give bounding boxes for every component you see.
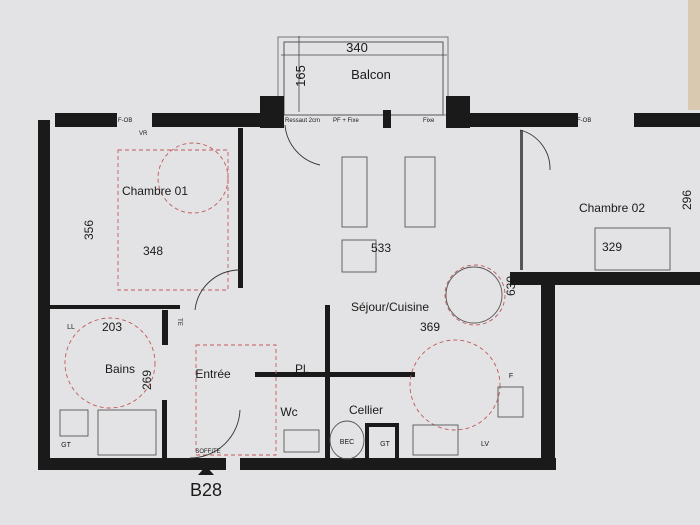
clearance-circles: [64, 142, 506, 456]
walls: [38, 96, 700, 470]
balcon-depth: 165: [293, 65, 308, 87]
sejour-dim-c: 369: [420, 320, 440, 334]
vr-label: VR: [139, 131, 148, 137]
cellier-label: Cellier: [349, 403, 383, 417]
unit-label: B28: [190, 480, 222, 500]
bains-dim-b: 269: [140, 370, 154, 390]
bec-label: BEC: [340, 439, 354, 446]
sink: [412, 424, 459, 456]
fob-left-label: F-OB: [118, 118, 132, 124]
ressaut-label: Ressaut 2cm: [285, 118, 320, 124]
paper-edge: [688, 0, 700, 110]
placard-label: Pl.: [295, 362, 309, 376]
chambre-02-label: Chambre 02: [579, 201, 645, 215]
te-label: TE: [176, 318, 182, 326]
balcony: [277, 36, 449, 116]
boiler: [329, 420, 365, 460]
bains-label: Bains: [105, 362, 135, 376]
soffite-label: SOFFITE: [195, 449, 220, 455]
gt-cellier-label: GT: [380, 441, 390, 448]
gt-bath-label: GT: [61, 442, 71, 449]
ll-label: LL: [67, 324, 75, 331]
door-swings: [189, 124, 551, 459]
bains-dim-a: 203: [102, 320, 122, 334]
hob: [497, 386, 524, 418]
chambre-01-dim-b: 348: [143, 244, 163, 258]
pf-fixe-label: PF + Fixe: [333, 118, 360, 124]
fridge-label: F: [509, 373, 513, 380]
toilet: [283, 429, 320, 453]
balcon-width: 340: [346, 40, 368, 55]
bathtub: [97, 409, 157, 456]
chambre-01-label: Chambre 01: [122, 184, 188, 198]
sejour-dim-b: 630: [504, 276, 518, 296]
washbasin: [59, 409, 89, 437]
wc-label: Wc: [280, 405, 297, 419]
chambre-02-dim-b: 329: [602, 240, 622, 254]
sejour-dim-a: 533: [371, 241, 391, 255]
fixe-label: Fixe: [423, 118, 435, 124]
fob-right-label: F-OB: [577, 118, 591, 124]
entry-arrow-icon: [198, 466, 214, 475]
chambre-02-dim-a: 296: [680, 190, 694, 210]
chambre-01-dim-a: 356: [82, 220, 96, 240]
balcon-label: Balcon: [351, 67, 391, 82]
lv-label: LV: [481, 441, 489, 448]
furniture: [59, 156, 671, 460]
sejour-label: Séjour/Cuisine: [351, 300, 429, 314]
entree-label: Entrée: [195, 367, 231, 381]
entry-door: [189, 409, 241, 459]
